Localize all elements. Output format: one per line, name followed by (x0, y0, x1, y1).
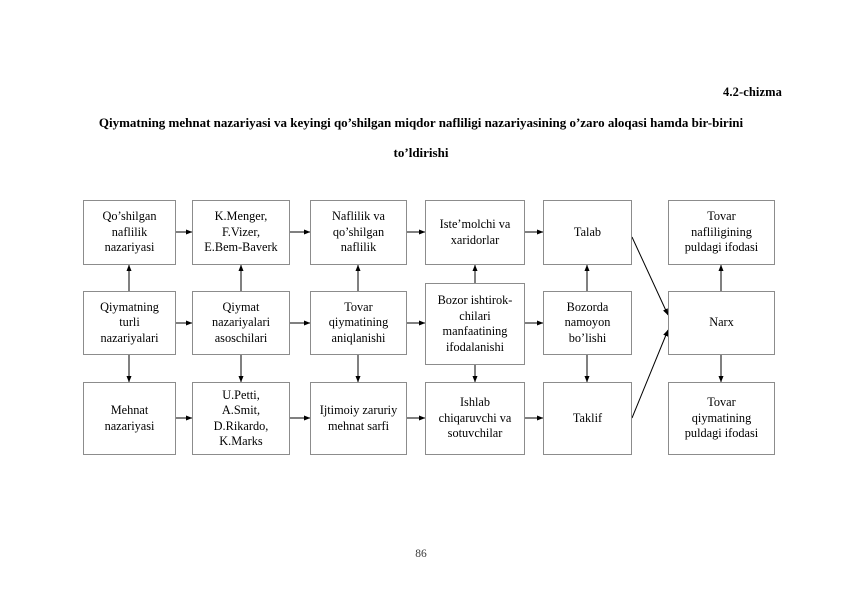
flow-node-label-line: sotuvchilar (447, 426, 503, 441)
flow-node-label-line: manfaatining (442, 324, 508, 338)
arrow-talab-to-narx (631, 236, 669, 316)
flow-node-label-line: chiqaruvchi va (438, 410, 512, 425)
flow-node-label-line: Tovar (707, 209, 736, 224)
flow-node-label-line: Iste’molchi va (439, 217, 511, 231)
flow-node-label: K.Menger,F.Vizer,E.Bem-Baverk (204, 209, 277, 256)
flow-node-label-line: qiymatining (691, 410, 752, 425)
flow-node-n-r3c5[interactable]: Taklif (543, 382, 632, 455)
arrow-taklif-to-narx (631, 329, 669, 419)
flow-node-label-line: asoschilari (214, 330, 268, 345)
flow-node-label-line: qo’shilgan (332, 224, 385, 239)
flow-node-label-line: namoyon (564, 315, 611, 330)
flow-node-label-line: Mehnat (110, 403, 149, 417)
flow-node-label-line: Qo’shilgan (102, 209, 157, 224)
flow-node-label-line: puldagi ifodasi (684, 426, 759, 441)
flow-node-label-line: naflilik (340, 240, 377, 255)
flow-node-label-line: xaridorlar (450, 232, 500, 247)
flow-node-label-line: U.Petti, (222, 387, 260, 402)
flow-node-label-line: ifodalanishi (445, 339, 505, 354)
flow-node-label-line: chilari (459, 308, 491, 323)
flow-node-label-line: Qiymatning (100, 299, 159, 314)
flow-node-label-line: D.Rikardo, (213, 418, 269, 433)
flow-node-n-r1c2[interactable]: K.Menger,F.Vizer,E.Bem-Baverk (192, 200, 290, 265)
flow-node-label-line: qiymatining (328, 315, 389, 330)
flow-node-label-line: K.Marks (219, 434, 263, 448)
flow-node-label-line: E.Bem-Baverk (204, 240, 278, 255)
flow-node-label-line: bo’lishi (568, 330, 607, 345)
page-number: 86 (415, 548, 427, 560)
flow-node-label-line: Tovar (707, 395, 736, 410)
flow-node-label-line: nazariyasi (104, 418, 155, 433)
flow-node-label-line: F.Vizer, (221, 224, 261, 239)
flow-node-label-line: Talab (573, 224, 602, 239)
flow-node-label-line: puldagi ifodasi (684, 240, 759, 255)
flow-node-label: Talab (574, 225, 601, 241)
flow-node-label-line: Qiymat (222, 299, 260, 314)
flow-node-label: Taklif (573, 411, 602, 427)
page-title: Qiymatning mehnat nazariyasi va keyingi … (62, 108, 780, 168)
flow-node-label-line: naflilik (111, 224, 148, 239)
figure-number: 4.2-chizma (723, 85, 782, 99)
flow-node-label-line: mehnat sarfi (327, 418, 390, 433)
flow-node-label-line: nafliligining (691, 224, 752, 239)
flow-node-label-line: aniqlanishi (331, 330, 386, 345)
flow-node-label: U.Petti,A.Smit,D.Rikardo,K.Marks (214, 388, 269, 450)
flow-node-n-r3c2[interactable]: U.Petti,A.Smit,D.Rikardo,K.Marks (192, 382, 290, 455)
flow-node-label-line: A.Smit, (221, 403, 261, 417)
flow-node-n-r1c5[interactable]: Talab (543, 200, 632, 265)
flow-node-label-line: Taklif (572, 410, 603, 425)
flow-node-label-line: Narx (709, 315, 734, 330)
flow-node-label-line: nazariyalari (100, 330, 159, 345)
page-title-line-2: to’ldirishi (393, 145, 449, 160)
flow-node-label-line: Bozorda (566, 299, 609, 314)
flow-node-label-line: turli (119, 315, 140, 330)
flow-node-label-line: Ijtimoiy zaruriy (319, 403, 398, 417)
flow-node-label-line: Bozor ishtirok- (437, 293, 513, 307)
flow-node-label: Narx (709, 315, 734, 331)
page-title-line-1: Qiymatning mehnat nazariyasi va keyingi … (98, 115, 744, 130)
flow-node-n-r2c6[interactable]: Narx (668, 291, 775, 355)
flow-node-label-line: nazariyalari (211, 315, 271, 330)
flow-node-label-line: Naflilik va (332, 209, 385, 224)
flow-node-label-line: Ishlab (459, 395, 491, 410)
flow-node-label-line: nazariyasi (104, 240, 155, 255)
flow-node-label-line: K.Menger, (214, 209, 268, 224)
flow-node-label-line: Tovar (344, 299, 373, 314)
